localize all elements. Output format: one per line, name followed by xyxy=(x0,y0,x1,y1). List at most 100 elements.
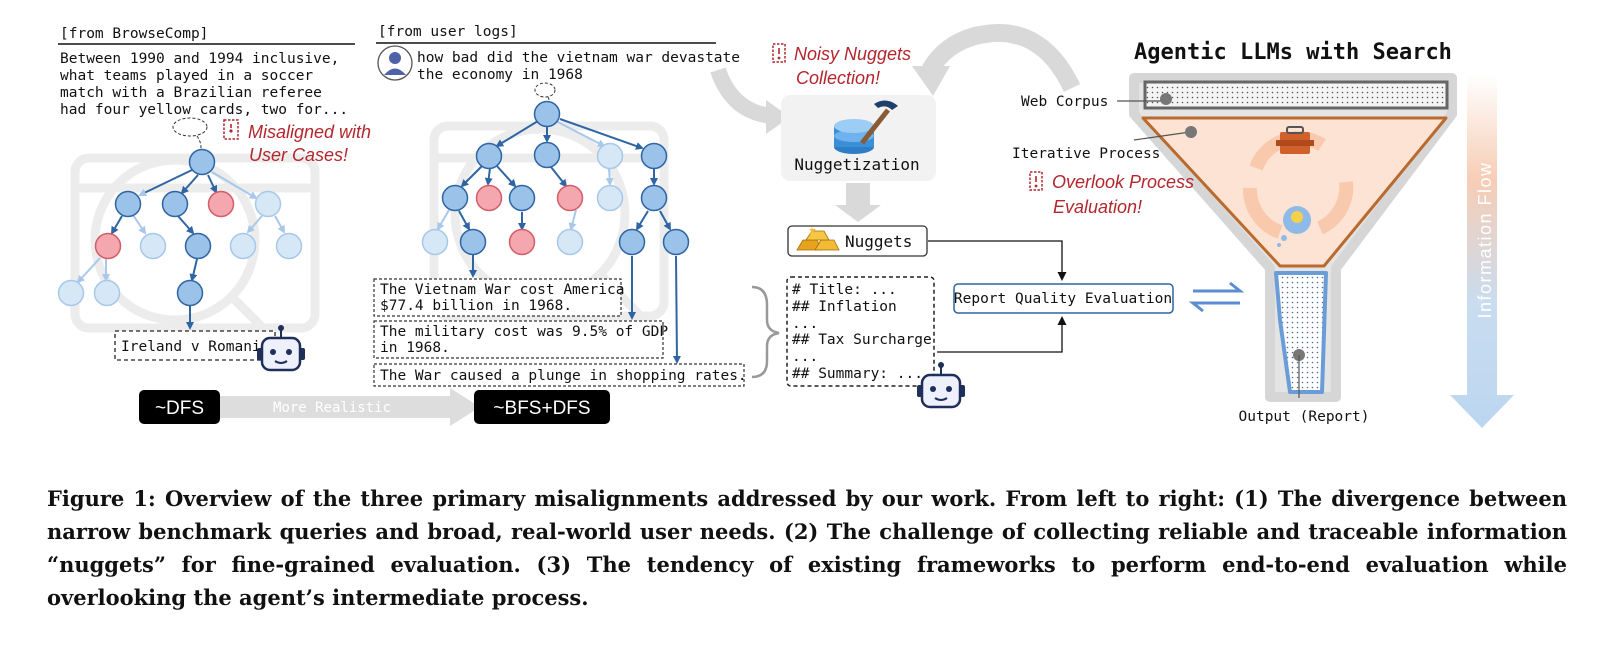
query-line: had four yellow cards, two for... xyxy=(60,102,348,118)
user-query: how bad did the vietnam war devastate th… xyxy=(417,50,740,83)
tree-node xyxy=(533,141,561,169)
tree-node xyxy=(188,148,216,176)
tree-node-unvisited xyxy=(229,232,257,260)
tree-node xyxy=(618,228,646,256)
web-corpus-label: Web Corpus xyxy=(1021,94,1108,110)
query-text: Between 1990 and 1994 inclusive, what te… xyxy=(60,51,348,118)
warning-icon xyxy=(223,119,239,140)
output-label: Output (Report) xyxy=(1239,409,1370,425)
report-line: ## Summary: ... xyxy=(792,366,923,382)
tree-node-unvisited xyxy=(57,279,85,307)
arrow-label: More Realistic xyxy=(273,400,391,416)
tree-node-irrelevant xyxy=(508,228,536,256)
dfs-search-tree xyxy=(57,148,303,330)
retrieved-facts: The Vietnam War cost America $77.4 billi… xyxy=(373,278,747,387)
overview-figure: [from BrowseComp] Between 1990 and 1994 … xyxy=(57,24,1514,428)
fact-line: $77.4 billion in 1968. xyxy=(380,298,572,314)
dfs-label: ~DFS xyxy=(155,398,204,419)
tree-node xyxy=(184,232,212,260)
funnel xyxy=(1129,73,1457,402)
tree-node-irrelevant xyxy=(207,190,235,218)
warning-icon xyxy=(1029,171,1043,191)
tree-node-irrelevant xyxy=(556,184,584,212)
fact-line: The military cost was 9.5% of GDP xyxy=(380,324,668,340)
feedback-arrow xyxy=(922,24,1081,93)
answer-text: Ireland v Romania xyxy=(121,339,269,355)
query-line: how bad did the vietnam war devastate xyxy=(417,50,740,66)
tree-node xyxy=(475,142,503,170)
grouping-brace xyxy=(751,285,780,379)
report-line: ... xyxy=(792,349,818,365)
robot-icon xyxy=(917,362,965,409)
tree-node xyxy=(640,142,668,170)
issue-line: User Cases! xyxy=(249,145,348,165)
query-line: what teams played in a soccer xyxy=(60,68,313,84)
nuggetization-label: Nuggetization xyxy=(794,155,919,174)
tree-node xyxy=(662,228,690,256)
tree-node-unvisited xyxy=(275,232,303,260)
tree-node-unvisited xyxy=(596,184,624,212)
tree-node-irrelevant xyxy=(475,184,503,212)
evaluation-label: Report Quality Evaluation xyxy=(954,291,1172,307)
funnel-title: Agentic LLMs with Search xyxy=(1134,40,1452,65)
iterative-process-layer xyxy=(1141,116,1448,268)
report-box xyxy=(786,276,935,387)
issue-line: Misaligned with xyxy=(248,122,371,142)
tree-node-irrelevant xyxy=(94,232,122,260)
report-line: # Title: ... xyxy=(792,282,897,298)
tree-node-unvisited xyxy=(421,228,449,256)
information-flow-label: Information Flow xyxy=(1475,161,1495,318)
tree-node-unvisited xyxy=(139,232,167,260)
report-line: ... xyxy=(792,316,818,332)
issue-line: Noisy Nuggets xyxy=(794,44,911,64)
fact-line: in 1968. xyxy=(380,340,450,356)
issue-note: Noisy Nuggets Collection! xyxy=(794,44,911,88)
query-line: the economy in 1968 xyxy=(417,67,583,83)
iterative-process-label: Iterative Process xyxy=(1012,146,1160,162)
user-avatar-icon xyxy=(377,45,413,81)
exchange-arrows-icon xyxy=(1188,281,1245,313)
information-flow-arrow xyxy=(1450,74,1514,428)
fact-box xyxy=(373,320,664,359)
output-layer xyxy=(1274,271,1328,394)
tree-node xyxy=(508,184,536,212)
tree-node-unvisited xyxy=(254,190,282,218)
web-corpus-layer xyxy=(1143,80,1449,110)
evaluation-connectors xyxy=(928,240,1067,353)
fact-box xyxy=(373,278,622,317)
bfs-dfs-label: ~BFS+DFS xyxy=(493,398,590,419)
down-arrow xyxy=(835,183,881,222)
issue-line: Collection! xyxy=(796,68,880,88)
nuggets-label: Nuggets xyxy=(845,232,912,251)
source-label: [from BrowseComp] xyxy=(60,26,208,42)
tree-node xyxy=(114,190,142,218)
evaluation-box xyxy=(953,283,1174,314)
issue-line: Overlook Process xyxy=(1052,172,1194,192)
report-outline: # Title: ... ## Inflation ... ## Tax Sur… xyxy=(792,282,932,382)
query-line: match with a Brazilian referee xyxy=(60,85,322,101)
realism-arrow xyxy=(216,388,480,426)
robot-icon xyxy=(257,325,305,372)
fact-line: The War caused a plunge in shopping rate… xyxy=(380,368,747,384)
tree-node xyxy=(161,190,189,218)
dfs-badge xyxy=(139,390,220,424)
query-line: Between 1990 and 1994 inclusive, xyxy=(60,51,339,67)
bfs-dfs-search-tree xyxy=(421,100,690,364)
source-label: [from user logs] xyxy=(378,24,518,40)
issue-note: Misaligned with User Cases! xyxy=(248,122,371,165)
tree-node xyxy=(441,184,469,212)
thought-bubble-icon xyxy=(534,82,556,103)
tree-node xyxy=(459,228,487,256)
fact-line: The Vietnam War cost America xyxy=(380,282,624,298)
tree-node xyxy=(640,184,668,212)
bfs-dfs-badge xyxy=(474,390,610,424)
toolbox-icon xyxy=(1276,126,1314,154)
answer-box xyxy=(114,330,276,361)
tree-node-unvisited xyxy=(596,142,624,170)
tree-node-unvisited xyxy=(93,279,121,307)
warning-icon xyxy=(772,43,786,63)
thought-bubble-icon xyxy=(172,117,208,153)
database-tool-icon xyxy=(834,100,898,154)
idea-brain-icon xyxy=(1277,206,1311,247)
issue-note: Overlook Process Evaluation! xyxy=(1052,172,1194,217)
